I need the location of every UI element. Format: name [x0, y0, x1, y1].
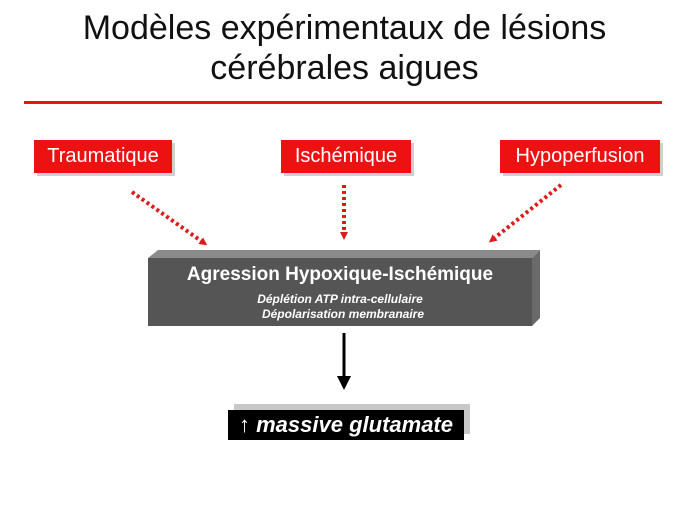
- aggression-box-side: [532, 250, 540, 326]
- outcome-glutamate: ↑ massive glutamate: [228, 410, 464, 440]
- aggression-detail-2: Dépolarisation membranaire: [261, 307, 425, 321]
- cause-hypoperfusion: Hypoperfusion: [500, 140, 660, 173]
- aggression-detail-1: Déplétion ATP intra-cellulaire: [257, 292, 423, 306]
- arrow-traumatique: [130, 190, 208, 246]
- aggression-box-front: [148, 258, 532, 326]
- title-line-2: cérébrales aigues: [210, 49, 479, 87]
- cause-traumatique: Traumatique: [34, 140, 172, 173]
- cause-ischemique: Ischémique: [281, 140, 411, 173]
- arrow-hypoperfusion: [488, 183, 563, 243]
- title-underline: [24, 101, 662, 104]
- page-title: Modèles expérimentaux de lésions cérébra…: [0, 8, 689, 88]
- aggression-title: Agression Hypoxique-Ischémique: [186, 264, 494, 285]
- aggression-box-top: [148, 250, 540, 258]
- title-line-1: Modèles expérimentaux de lésions: [82, 9, 607, 47]
